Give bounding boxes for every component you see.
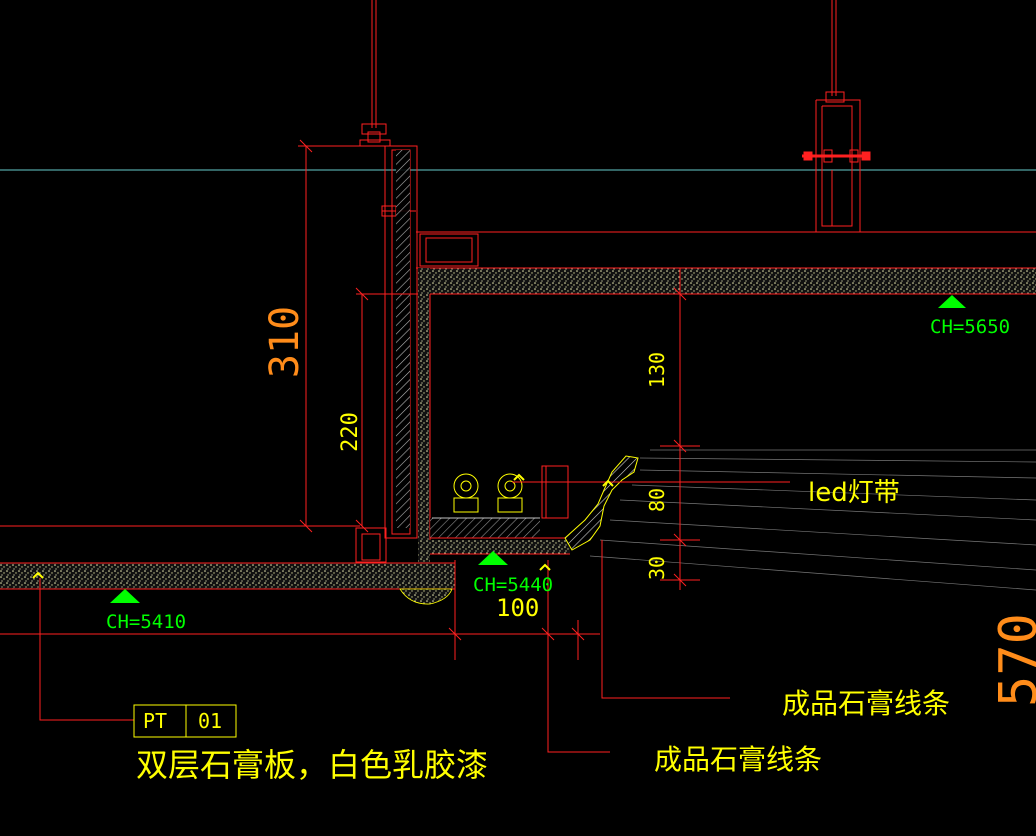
marker-lower	[32, 571, 44, 579]
bulkhead-gypsum-board	[418, 268, 430, 568]
upper-gypsum-board	[418, 268, 1036, 294]
ch-5410-triangle	[110, 589, 140, 603]
led-fixture-2	[497, 473, 523, 513]
hanger-rod-left	[359, 0, 391, 147]
dim-130-text: 130	[645, 352, 669, 388]
dim-30-text: 30	[645, 556, 669, 580]
main-channel	[416, 231, 1036, 269]
led-fixture-1	[453, 473, 479, 513]
leader-molding-2	[547, 580, 610, 753]
dim-310-text: 310	[262, 306, 308, 378]
light-rays	[589, 449, 1036, 591]
crown-molding	[564, 455, 639, 551]
material-code-number: 01	[198, 709, 223, 733]
ch-5440-label: CH=5440	[473, 574, 554, 596]
trough-board	[430, 540, 570, 554]
bulkhead-hatch	[396, 150, 410, 528]
dim-570-text: 570	[989, 613, 1036, 707]
lower-gypsum-board	[0, 563, 455, 589]
marker-trough	[539, 563, 551, 571]
hanger-rod-right	[802, 0, 871, 233]
marker-led	[513, 473, 525, 481]
material-tag	[133, 704, 237, 738]
leader-pt01	[39, 578, 134, 721]
dim-100-label: 100	[496, 594, 540, 622]
led-strip-label: led灯带	[808, 478, 900, 508]
gypsum-molding-label-2: 成品石膏线条	[654, 743, 823, 776]
dim-220-text: 220	[338, 412, 363, 452]
material-code-prefix: PT	[143, 709, 168, 733]
ch-5650-triangle	[938, 295, 966, 308]
dimension-right	[660, 268, 700, 590]
leader-molding-1	[601, 540, 730, 699]
gypsum-molding-label-1: 成品石膏线条	[782, 687, 951, 720]
ch-5650-label: CH=5650	[930, 316, 1011, 338]
marker-molding	[602, 479, 614, 487]
dimension-310	[298, 139, 390, 533]
ch-5410-label: CH=5410	[106, 611, 187, 633]
dim-80-text: 80	[645, 488, 669, 512]
ch-5440-triangle	[478, 551, 508, 565]
material-description: 双层石膏板，白色乳胶漆	[136, 746, 489, 784]
dimension-220	[355, 287, 418, 533]
lower-corner-molding	[399, 588, 453, 605]
